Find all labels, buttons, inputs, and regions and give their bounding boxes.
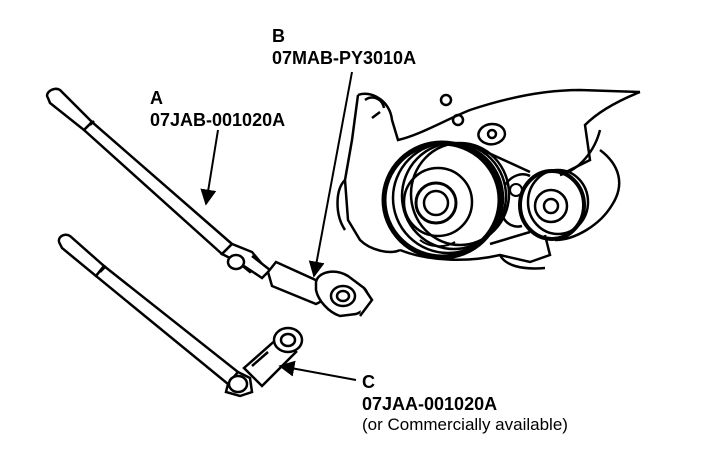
label-a-part-number: 07JAB-001020A: [150, 110, 286, 130]
leader-arrow-a: [200, 129, 219, 206]
drive-belt: [481, 148, 531, 246]
idler-pulley: [500, 168, 590, 241]
leader-arrow-c: [278, 360, 357, 381]
crankshaft-pulley: [381, 140, 511, 260]
label-b-letter: B: [272, 26, 285, 46]
label-a-letter: A: [150, 88, 163, 108]
leader-arrow-b: [308, 71, 353, 278]
label-c-letter: C: [362, 372, 375, 392]
tool-a-handle: [45, 87, 272, 280]
tool-b-wrench: [266, 260, 374, 318]
engine-block: [336, 88, 641, 270]
tool-c-handle: [57, 233, 254, 398]
label-c-note: (or Commercially available): [362, 415, 568, 434]
label-c-part-number: 07JAA-001020A: [362, 394, 498, 414]
label-b-part-number: 07MAB-PY3010A: [272, 48, 417, 68]
tool-c-socket: [242, 326, 304, 388]
